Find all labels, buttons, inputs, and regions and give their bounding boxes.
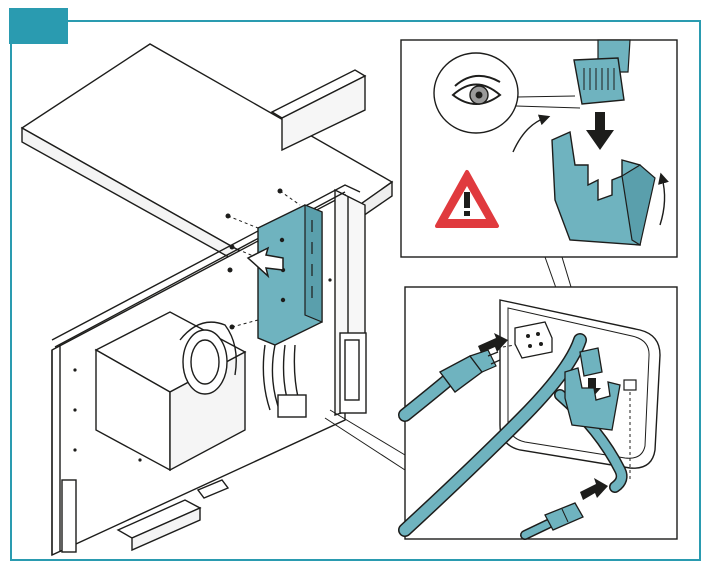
- step-number-badge: [9, 8, 68, 44]
- eye-icon: [433, 52, 581, 134]
- remove-cover-arrow: [246, 246, 284, 279]
- detail-view-connector-top: [400, 39, 678, 351]
- electronics-cover-plate: [257, 204, 323, 346]
- appliance-body: [20, 43, 394, 557]
- illustration-frame: [10, 20, 701, 561]
- detail-view-connector-bottom: [398, 286, 678, 540]
- warning-triangle-icon: [435, 170, 499, 228]
